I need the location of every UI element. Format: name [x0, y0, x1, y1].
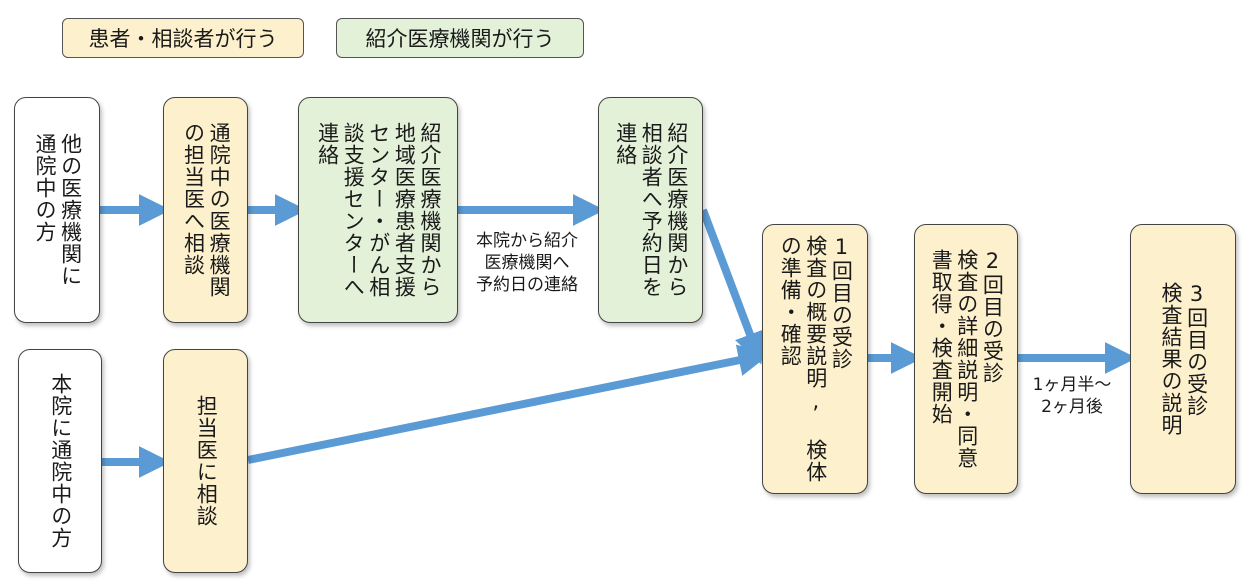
arrow-doctor-to-visit1 — [247, 344, 771, 464]
legend-referring: 紹介医療機関が行う — [336, 18, 584, 58]
node-visit-2-text: 2回目の受診 検査の詳細説明・同意 書取得・検査開始 — [929, 249, 1005, 469]
node-visit-2: 2回目の受診 検査の詳細説明・同意 書取得・検査開始 — [914, 224, 1018, 494]
node-visit-1: 1回目の受診 検査の概要説明, 検体 の準備・確認 — [762, 224, 868, 494]
node-consult-doctor-text: 担当医に相談 — [194, 395, 219, 527]
label-interval: 1ヶ月半〜 2ヶ月後 — [1032, 375, 1112, 418]
arrow-patient-to-visit1 — [699, 208, 766, 365]
legend-patient: 患者・相談者が行う — [62, 18, 304, 58]
node-visit-3: 3回目の受診 検査結果の説明 — [1130, 224, 1236, 494]
node-this-hospital-text: 本院に通院中の方 — [48, 373, 73, 549]
node-contact-center-text: 紹介医療機関から 地域医療患者支援 センター・がん相 談支援センターへ 連絡 — [315, 122, 443, 298]
node-visit-3-text: 3回目の受診 検査結果の説明 — [1159, 282, 1209, 436]
node-consult-current-doctor: 通院中の医療機関 の担当医へ相談 — [163, 97, 248, 323]
legend-patient-label: 患者・相談者が行う — [88, 27, 278, 51]
node-other-hospital-text: 他の医療機関に 通院中の方 — [33, 133, 83, 287]
label-reservation-notice: 本院から紹介 医療機関へ 予約日の連絡 — [476, 231, 578, 296]
legend-referring-label: 紹介医療機関が行う — [365, 27, 555, 51]
node-consult-current-doctor-text: 通院中の医療機関 の担当医へ相談 — [181, 122, 232, 298]
node-visit-1-text: 1回目の受診 検査の概要説明, 検体 の準備・確認 — [778, 235, 854, 483]
node-other-hospital: 他の医療機関に 通院中の方 — [14, 97, 100, 323]
node-contact-patient-text: 紹介医療機関から 相談者へ予約日を 連絡 — [613, 122, 689, 298]
node-contact-center: 紹介医療機関から 地域医療患者支援 センター・がん相 談支援センターへ 連絡 — [298, 97, 458, 323]
node-this-hospital: 本院に通院中の方 — [18, 349, 102, 573]
node-contact-patient: 紹介医療機関から 相談者へ予約日を 連絡 — [598, 97, 703, 323]
node-consult-doctor: 担当医に相談 — [163, 349, 248, 573]
